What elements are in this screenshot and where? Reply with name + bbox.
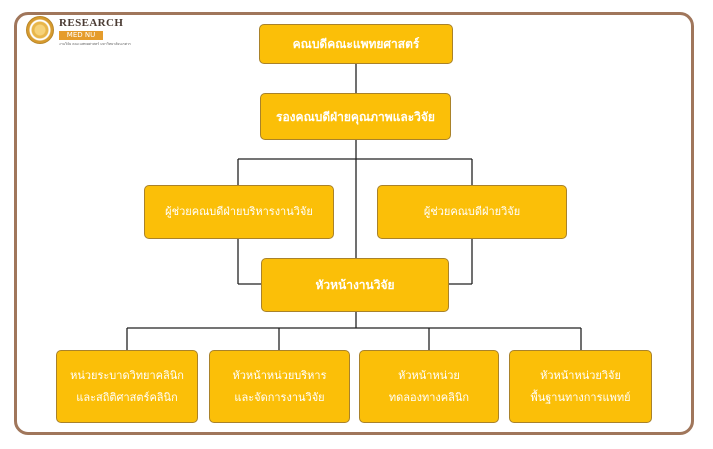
box-label-line: และสถิติศาสตร์คลินิก: [76, 390, 178, 404]
box-label-line: คณบดีคณะแพทยศาสตร์: [292, 37, 420, 51]
box-label-line: พื้นฐานทางการแพทย์: [530, 390, 631, 404]
assistant-dean-research-box: ผู้ช่วยคณบดีฝ่ายวิจัย: [377, 185, 567, 239]
university-seal-icon: [26, 16, 54, 44]
box-label-line: ผู้ช่วยคณบดีฝ่ายวิจัย: [423, 205, 521, 218]
box-label-line: หน่วยระบาดวิทยาคลินิก: [70, 368, 184, 382]
dean-box: คณบดีคณะแพทยศาสตร์: [259, 24, 453, 64]
vice-dean-box: รองคณบดีฝ่ายคุณภาพและวิจัย: [260, 93, 451, 140]
head-research-box: หัวหน้างานวิจัย: [261, 258, 449, 312]
unit-box-4: หัวหน้าหน่วยวิจัยพื้นฐานทางการแพทย์: [509, 350, 652, 423]
logo-badge: MED NU: [59, 31, 103, 40]
unit-box-1: หน่วยระบาดวิทยาคลินิกและสถิติศาสตร์คลินิ…: [56, 350, 198, 423]
unit-box-3: หัวหน้าหน่วยทดลองทางคลินิก: [359, 350, 499, 423]
box-label-line: รองคณบดีฝ่ายคุณภาพและวิจัย: [276, 109, 435, 124]
research-logo: RESEARCH MED NU งานวิจัย คณะแพทยศาสตร์ ม…: [26, 16, 131, 50]
box-label-line: หัวหน้าหน่วยวิจัย: [540, 368, 621, 382]
box-label-line: ผู้ช่วยคณบดีฝ่ายบริหารงานวิจัย: [165, 205, 313, 218]
assistant-dean-admin-box: ผู้ช่วยคณบดีฝ่ายบริหารงานวิจัย: [144, 185, 334, 239]
chart-frame: [14, 12, 694, 435]
box-label-line: หัวหน้าหน่วยบริหาร: [232, 368, 327, 382]
logo-title: RESEARCH: [59, 17, 124, 29]
box-label-line: หัวหน้าหน่วย: [398, 368, 460, 382]
logo-subtitle: งานวิจัย คณะแพทยศาสตร์ มหาวิทยาลัยนเรศวร: [59, 42, 131, 46]
unit-box-2: หัวหน้าหน่วยบริหารและจัดการงานวิจัย: [209, 350, 350, 423]
box-label-line: ทดลองทางคลินิก: [388, 390, 470, 404]
box-label-line: และจัดการงานวิจัย: [234, 390, 325, 404]
box-label-line: หัวหน้างานวิจัย: [315, 278, 395, 292]
